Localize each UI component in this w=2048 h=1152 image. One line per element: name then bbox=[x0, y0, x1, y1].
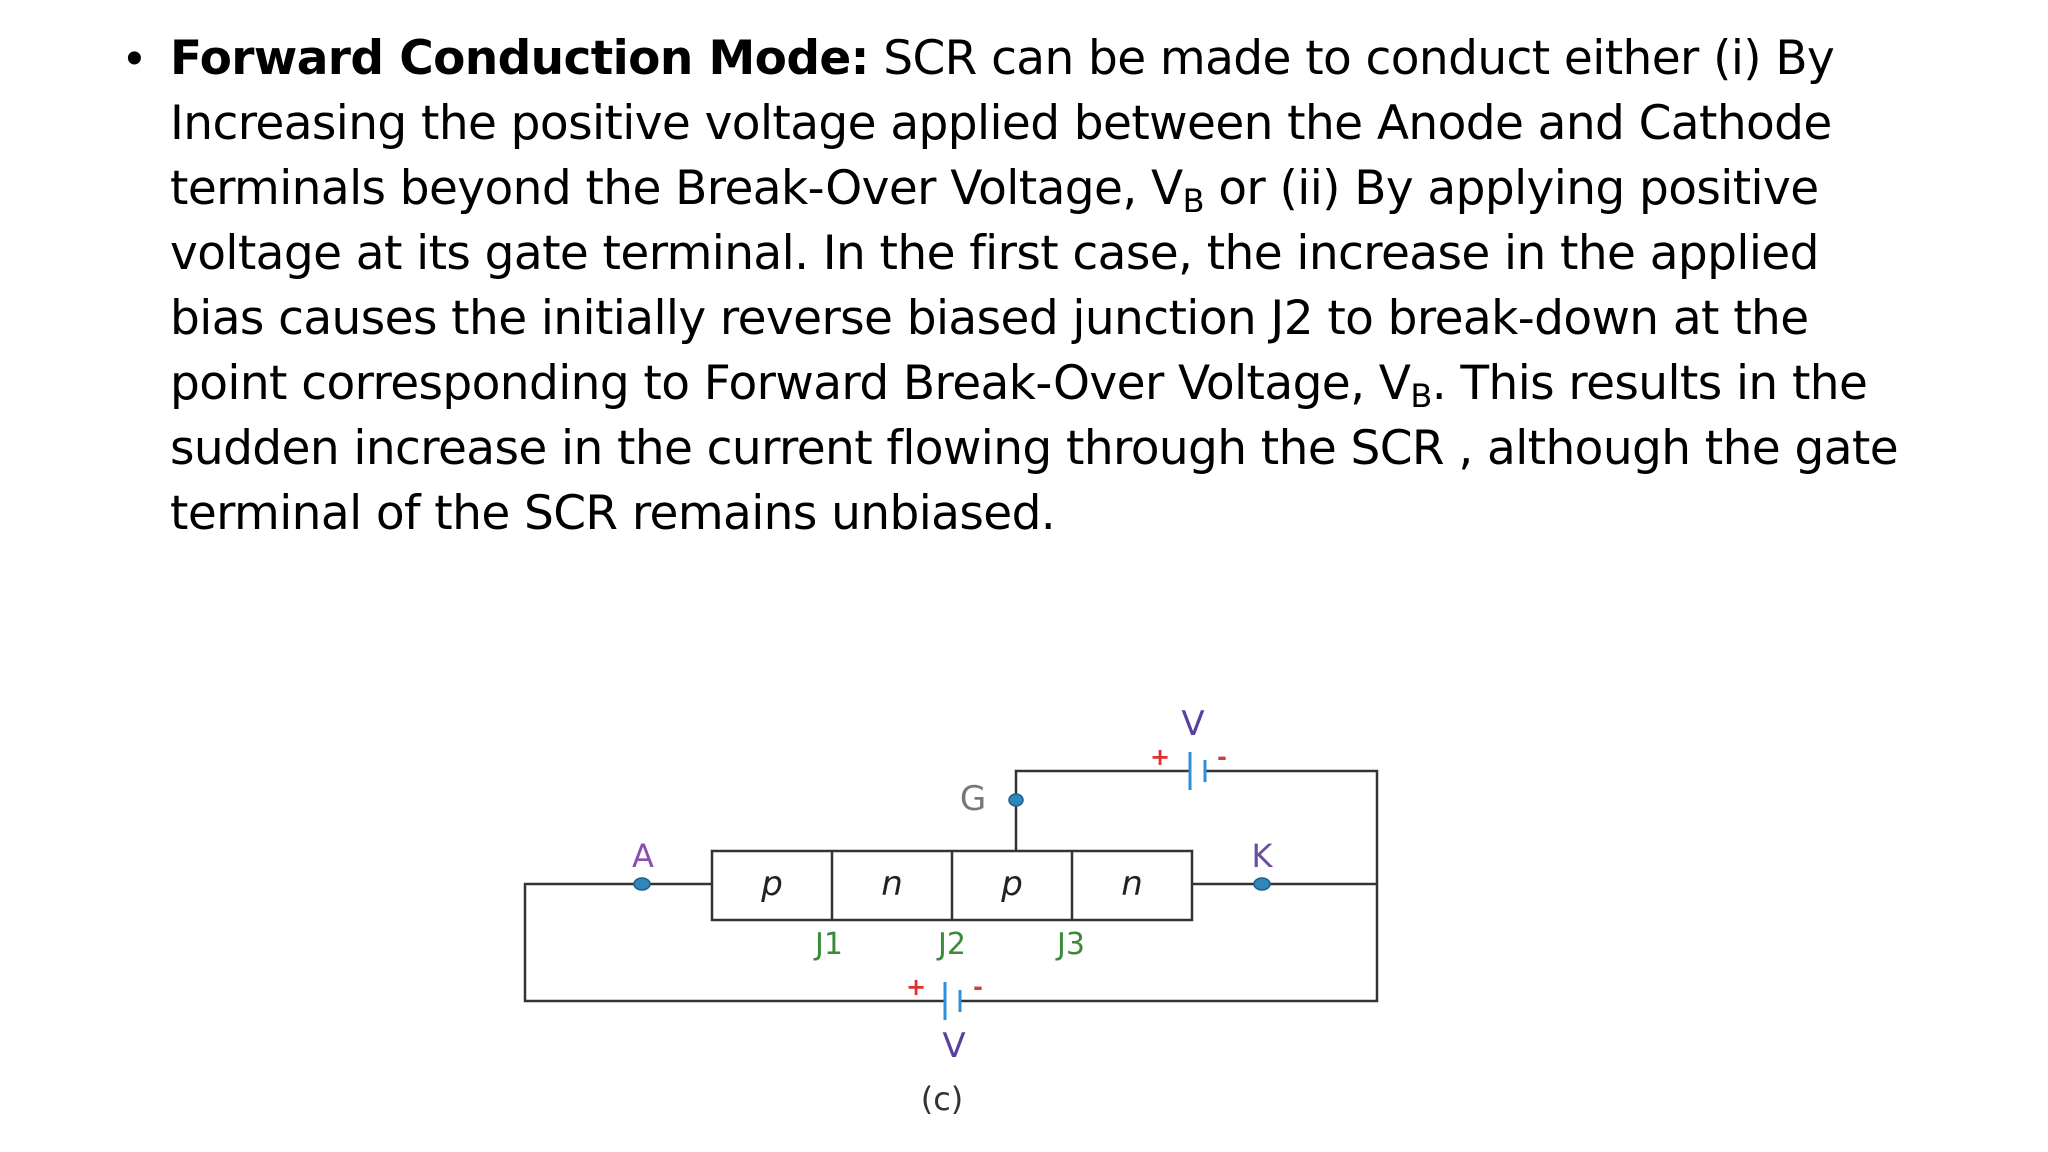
bottom-loop-right-wire bbox=[960, 882, 1379, 1003]
anode-terminal bbox=[633, 877, 651, 891]
top-battery-minus: - bbox=[1217, 743, 1227, 771]
paragraph-lead: Forward Conduction Mode: bbox=[170, 31, 869, 86]
gate-label: G bbox=[960, 779, 986, 819]
cathode-label: K bbox=[1252, 837, 1274, 875]
bottom-battery-minus: - bbox=[973, 973, 983, 1001]
bottom-loop-left-wire bbox=[523, 882, 945, 1003]
gate-terminal bbox=[1008, 793, 1024, 807]
layer-label-4: n bbox=[1121, 864, 1143, 904]
layer-label-2: n bbox=[881, 864, 903, 904]
paragraph-text-1: SCR can be made to conduct either (i) By… bbox=[170, 31, 1835, 216]
paragraph: Forward Conduction Mode: SCR can be made… bbox=[170, 26, 1900, 546]
junction-label-j2: J2 bbox=[936, 927, 966, 962]
layer-label-3: p bbox=[1000, 864, 1023, 904]
gate-wire bbox=[1014, 769, 1190, 851]
junction-label-j3: J3 bbox=[1055, 927, 1085, 962]
bottom-battery-label: V bbox=[942, 1026, 965, 1066]
bullet-point: • Forward Conduction Mode: SCR can be ma… bbox=[120, 26, 1920, 546]
paragraph-text-2: or (ii) By applying positive voltage at … bbox=[170, 161, 1819, 411]
subscript-b-2: B bbox=[1410, 377, 1432, 415]
top-loop-right-wire bbox=[1205, 769, 1379, 884]
top-battery-plus: + bbox=[1150, 743, 1170, 771]
layer-label-1: p bbox=[760, 864, 783, 904]
cathode-terminal bbox=[1253, 877, 1271, 891]
paragraph-text-3: . This results in the sudden increase in… bbox=[170, 356, 1899, 541]
junction-label-j1: J1 bbox=[813, 927, 843, 962]
bottom-battery-plus: + bbox=[906, 973, 926, 1001]
bullet-glyph: • bbox=[126, 32, 143, 85]
subscript-b-1: B bbox=[1182, 182, 1205, 220]
anode-label: A bbox=[632, 837, 654, 875]
diagram-caption: (c) bbox=[921, 1080, 964, 1118]
top-battery-label: V bbox=[1181, 704, 1204, 744]
